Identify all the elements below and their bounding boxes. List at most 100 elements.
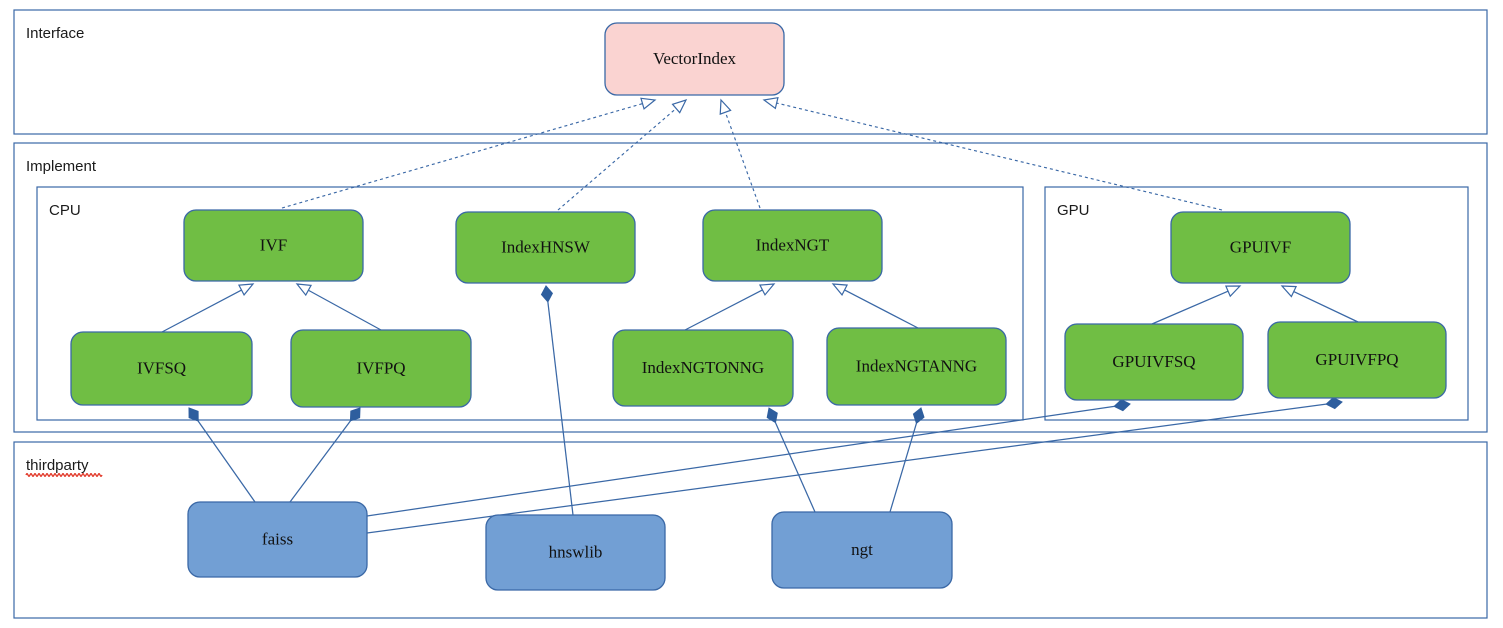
edge-gpuivfpq-to-gpuivf <box>1280 285 1359 323</box>
edge-ivfpq-to-ivf <box>295 283 382 331</box>
inheritance-arrowhead <box>671 98 688 114</box>
node-box-indexngt[interactable] <box>702 209 883 282</box>
node-label-hnswlib: hnswlib <box>549 542 603 561</box>
node-ngt[interactable]: ngt <box>771 511 953 589</box>
node-box-ivfpq[interactable] <box>290 329 472 408</box>
inheritance-arrowhead <box>758 283 776 296</box>
node-box-gpuivf[interactable] <box>1170 211 1351 284</box>
container-label-thirdparty: thirdparty <box>26 457 89 474</box>
node-label-gpuivfsq: GPUIVFSQ <box>1112 352 1195 371</box>
edge-line-generalization <box>308 289 382 331</box>
node-label-gpuivf: GPUIVF <box>1230 237 1291 256</box>
inheritance-arrowhead <box>1224 285 1242 298</box>
edge-line-composition <box>547 301 574 516</box>
node-indexhnsw[interactable]: IndexHNSW <box>455 211 636 284</box>
inheritance-arrowhead <box>640 97 657 110</box>
container-label-implement: Implement <box>26 158 97 175</box>
node-hnswlib[interactable]: hnswlib <box>485 514 666 591</box>
node-label-ivf: IVF <box>260 235 287 254</box>
edge-line-generalization <box>161 289 242 333</box>
edge-line-generalization <box>1151 290 1229 325</box>
node-indexngt[interactable]: IndexNGT <box>702 209 883 282</box>
edge-indexngt-to-vectorindex <box>719 98 761 209</box>
node-box-gpuivfpq[interactable] <box>1267 321 1447 399</box>
edge-line-composition <box>366 403 1327 534</box>
edge-line-realization <box>557 108 677 211</box>
container-label-gpu: GPU <box>1057 202 1090 219</box>
edge-line-composition <box>366 405 1115 517</box>
node-label-vectorindex: VectorIndex <box>653 49 737 68</box>
node-gpuivf[interactable]: GPUIVF <box>1170 211 1351 284</box>
inheritance-arrowhead <box>831 283 849 296</box>
edge-ngt-to-indexngtonng <box>766 407 816 513</box>
composition-diamond <box>188 407 199 422</box>
edge-line-composition <box>774 422 816 513</box>
edges-layer <box>161 96 1359 534</box>
edge-faiss-to-ivfpq <box>289 407 361 503</box>
edge-line-composition <box>289 420 351 503</box>
node-gpuivfsq[interactable]: GPUIVFSQ <box>1064 323 1244 401</box>
node-indexngtonng[interactable]: IndexNGTONNG <box>612 329 794 407</box>
container-label-interface: Interface <box>26 25 84 42</box>
node-label-indexhnsw: IndexHNSW <box>501 237 591 256</box>
edge-faiss-to-gpuivfsq <box>366 399 1131 517</box>
edge-line-generalization <box>844 289 919 329</box>
node-box-indexngtanng[interactable] <box>826 327 1007 406</box>
composition-diamond <box>912 407 925 425</box>
node-label-indexngt: IndexNGT <box>756 235 830 254</box>
edge-line-composition <box>889 423 918 513</box>
node-label-indexngtonng: IndexNGTONNG <box>642 358 764 377</box>
node-box-hnswlib[interactable] <box>485 514 666 591</box>
edge-line-composition <box>197 420 256 503</box>
inheritance-arrowhead <box>762 96 779 110</box>
node-label-ngt: ngt <box>851 540 873 559</box>
edge-indexngtanng-to-indexngt <box>831 283 919 329</box>
node-label-gpuivfpq: GPUIVFPQ <box>1315 350 1398 369</box>
node-label-ivfpq: IVFPQ <box>356 358 405 377</box>
inheritance-arrowhead <box>237 283 255 297</box>
edge-gpuivfsq-to-gpuivf <box>1151 285 1242 325</box>
inheritance-arrowhead <box>295 283 313 297</box>
spellcheck-underline-thirdparty <box>25 473 103 477</box>
node-box-gpuivfsq[interactable] <box>1064 323 1244 401</box>
edge-line-generalization <box>1293 291 1359 323</box>
node-box-vectorindex[interactable] <box>604 22 785 96</box>
node-ivfpq[interactable]: IVFPQ <box>290 329 472 408</box>
node-ivfsq[interactable]: IVFSQ <box>70 331 253 406</box>
node-label-indexngtanng: IndexNGTANNG <box>856 356 977 375</box>
edge-faiss-to-ivfsq <box>188 407 256 503</box>
node-box-faiss[interactable] <box>187 501 368 578</box>
node-label-ivfsq: IVFSQ <box>137 358 186 377</box>
node-faiss[interactable]: faiss <box>187 501 368 578</box>
node-gpuivfpq[interactable]: GPUIVFPQ <box>1267 321 1447 399</box>
inheritance-arrowhead <box>1280 285 1298 298</box>
node-box-indexngtonng[interactable] <box>612 329 794 407</box>
container-label-cpu: CPU <box>49 202 81 219</box>
composition-diamond <box>540 285 554 303</box>
edge-ngt-to-indexngtanng <box>889 407 925 513</box>
inheritance-arrowhead <box>719 98 732 115</box>
node-box-ivf[interactable] <box>183 209 364 282</box>
edge-ivfsq-to-ivf <box>161 283 255 333</box>
node-indexngtanng[interactable]: IndexNGTANNG <box>826 327 1007 406</box>
node-ivf[interactable]: IVF <box>183 209 364 282</box>
edge-indexngtonng-to-indexngt <box>684 283 776 331</box>
edge-indexhnsw-to-vectorindex <box>557 98 688 211</box>
edge-gpuivf-to-vectorindex <box>762 96 1223 211</box>
composition-diamond <box>766 407 778 424</box>
edge-line-realization <box>776 102 1223 211</box>
node-box-ngt[interactable] <box>771 511 953 589</box>
edge-line-generalization <box>684 289 763 331</box>
edge-line-realization <box>724 112 761 209</box>
node-box-indexhnsw[interactable] <box>455 211 636 284</box>
edge-line-realization <box>281 103 643 209</box>
composition-diamond <box>1113 399 1131 412</box>
edge-ivf-to-vectorindex <box>281 97 657 209</box>
node-label-faiss: faiss <box>262 529 293 548</box>
node-vectorindex[interactable]: VectorIndex <box>604 22 785 96</box>
node-box-ivfsq[interactable] <box>70 331 253 406</box>
edge-hnswlib-to-indexhnsw <box>540 285 574 516</box>
